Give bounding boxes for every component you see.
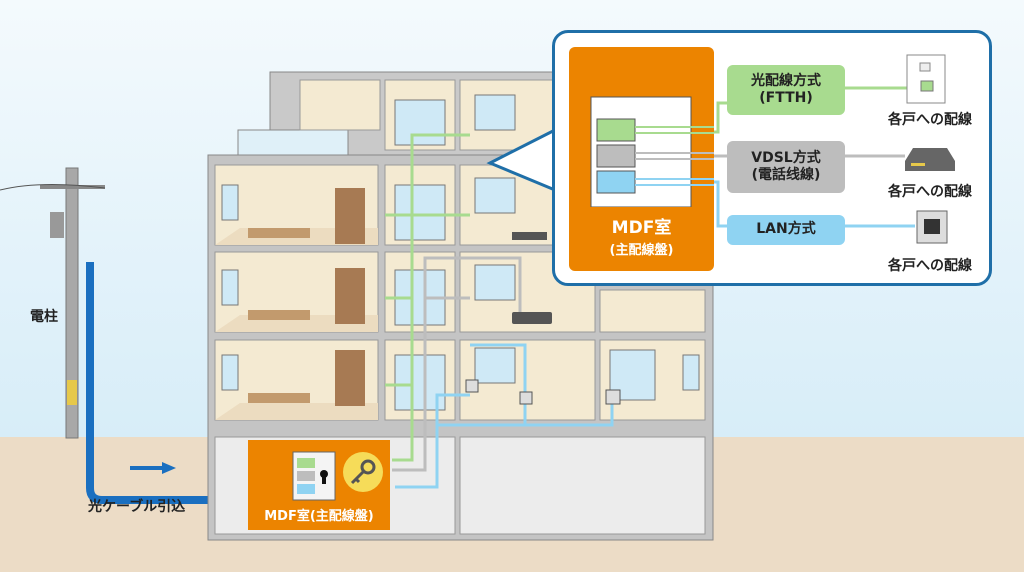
lan-port-icon <box>465 379 479 393</box>
mdf-subtitle: (主配線盤) <box>609 243 674 258</box>
dest-label-ftth: 各戸への配線 <box>888 112 972 128</box>
cable-in-label: 光ケーブル引込 <box>88 499 186 515</box>
lan-port-icon <box>916 210 948 244</box>
dest-label-lan: 各戸への配線 <box>888 258 972 274</box>
vdsl-modem-icon <box>905 148 955 171</box>
vdsl-modem-icon <box>512 312 552 324</box>
mdf-room: MDF室(主配線盤) <box>248 440 390 530</box>
utility-pole <box>0 167 106 439</box>
wiring-methods-callout: MDF室 (主配線盤) 光配線方式(FTTH) VDSL方式(電話线線) LAN… <box>552 30 992 286</box>
beds <box>248 228 310 403</box>
arrow-icon <box>162 462 176 474</box>
mdf-panel: MDF室 (主配線盤) <box>569 47 714 271</box>
method-ftth: 光配線方式(FTTH) <box>727 65 845 115</box>
method-vdsl: VDSL方式(電話线線) <box>727 141 845 193</box>
method-lan: LAN方式 <box>727 215 845 245</box>
optical-cable <box>86 262 250 504</box>
doors <box>335 188 365 406</box>
optical-outlet-icon <box>906 54 946 104</box>
pole-label: 電柱 <box>30 309 58 325</box>
dest-label-vdsl: 各戸への配線 <box>888 184 972 200</box>
mdf-title: MDF室 <box>611 218 672 238</box>
mdf-room-label: MDF室(主配線盤) <box>264 509 374 524</box>
